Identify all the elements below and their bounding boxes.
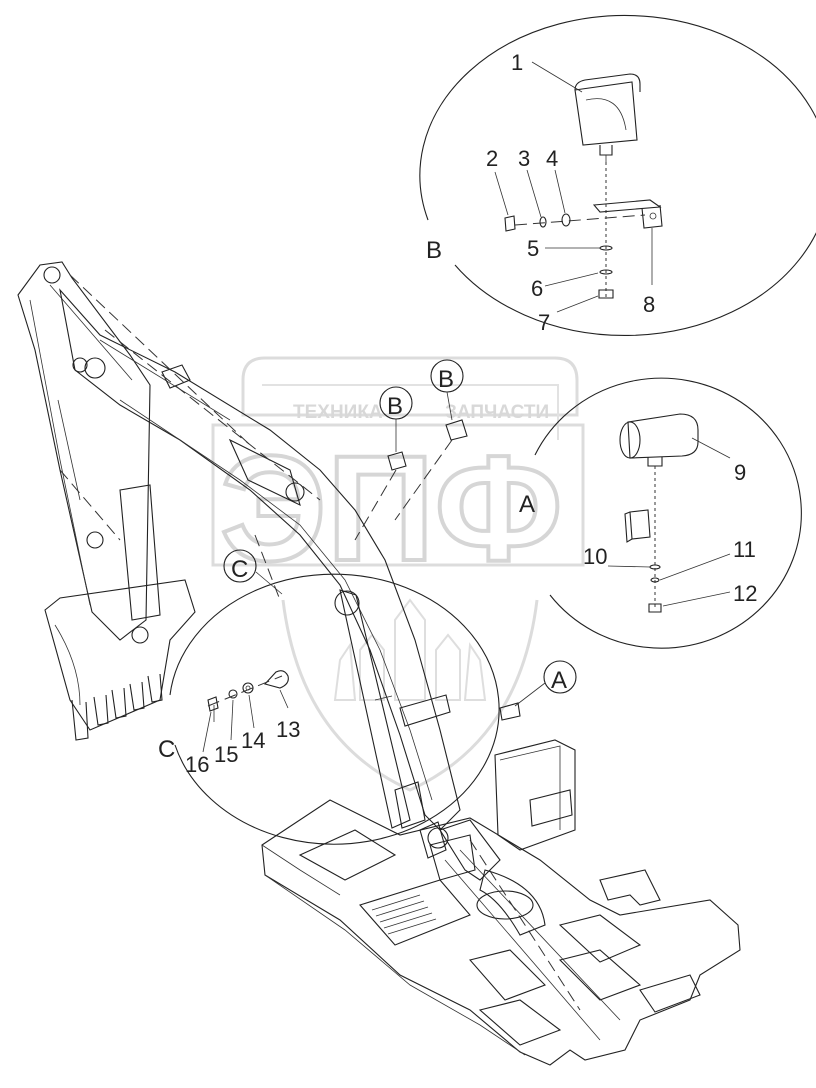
- watermark-text-right: ЗАПЧАСТИ: [445, 402, 549, 423]
- callout-5: 5: [527, 236, 539, 261]
- bucket-teeth: [71, 673, 163, 741]
- callout-3: 3: [518, 146, 530, 171]
- callout-2: 2: [486, 146, 498, 171]
- detail-circle-c: C 16 15 14 13: [158, 573, 500, 845]
- marker-c: C: [223, 549, 283, 595]
- watermark-letters: ЭПФ: [220, 424, 563, 592]
- callout-1: 1: [511, 50, 523, 75]
- callout-11: 11: [733, 537, 756, 562]
- machine-lamp-b1: [387, 451, 407, 471]
- callout-13: 13: [276, 717, 300, 742]
- detail-circle-b: B 1 2: [419, 14, 816, 337]
- svg-text:B: B: [387, 393, 403, 420]
- callout-7: 7: [538, 310, 550, 335]
- machine-lamp-a: [499, 702, 521, 721]
- callout-12: 12: [733, 581, 757, 606]
- callout-10: 10: [583, 544, 607, 569]
- work-lamp-a: [619, 413, 699, 467]
- detail-a-letter: A: [519, 491, 535, 518]
- callout-16: 16: [185, 752, 209, 777]
- callout-4: 4: [546, 146, 558, 171]
- svg-text:A: A: [551, 667, 567, 694]
- upper-frame: [261, 739, 741, 1066]
- grille: [371, 894, 437, 935]
- svg-text:C: C: [231, 556, 248, 583]
- detail-c-letter: C: [158, 736, 175, 763]
- marker-b2: B: [430, 359, 464, 421]
- watermark-text-left: ТЕХНИКА: [293, 402, 383, 423]
- detail-b-letter: B: [426, 237, 442, 264]
- callout-9: 9: [734, 460, 746, 485]
- detail-circle-a: A 9 10 11 12: [519, 377, 802, 649]
- callout-14: 14: [241, 728, 265, 753]
- callout-6: 6: [531, 276, 543, 301]
- machine-lamp-b2: [445, 419, 468, 441]
- svg-text:B: B: [438, 366, 454, 393]
- watermark: ТЕХНИКА ЗАПЧАСТИ ЭПФ: [211, 356, 585, 792]
- marker-a: A: [514, 660, 577, 707]
- callout-15: 15: [214, 742, 238, 767]
- callout-8: 8: [643, 292, 655, 317]
- watermark-emblem: [333, 598, 487, 701]
- marker-b1: B: [379, 386, 413, 452]
- lamp-bracket: [592, 199, 663, 229]
- work-lamp: [574, 73, 641, 162]
